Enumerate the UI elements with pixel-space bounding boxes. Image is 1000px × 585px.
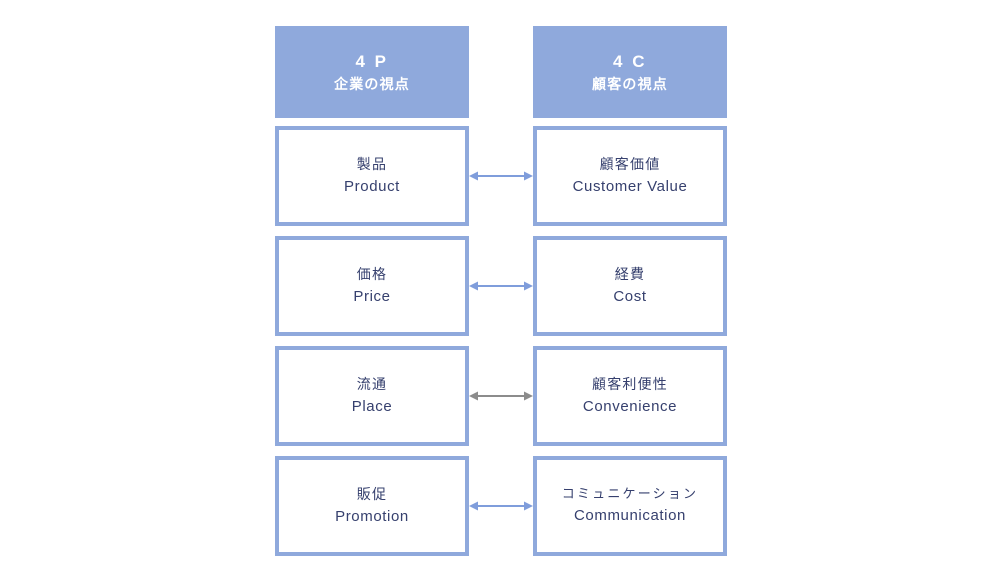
double-arrow-icon [469,391,533,401]
box-place-en: Place [351,398,393,416]
column-header-4p-title: 4 P [355,51,389,71]
column-header-4p: 4 P 企業の視点 [275,26,469,118]
box-cost-en: Cost [613,288,647,306]
box-place-jp: 流通 [356,375,388,392]
box-promotion-en: Promotion [335,508,409,526]
box-promotion-jp: 販促 [356,485,388,502]
box-price-en: Price [353,288,391,306]
double-arrow-icon [469,171,533,181]
box-price-jp: 価格 [356,265,388,282]
connector-promotion-communication [469,501,533,511]
connector-product-customer-value [469,171,533,181]
box-communication-jp: コミュニケーション [561,486,699,502]
column-header-4p-subtitle: 企業の視点 [334,76,410,93]
column-header-4c: 4 C 顧客の視点 [533,26,727,118]
box-product-jp: 製品 [356,155,388,172]
box-convenience[interactable]: 顧客利便性 Convenience [533,346,727,446]
box-customer-value[interactable]: 顧客価値 Customer Value [533,126,727,226]
connector-place-convenience [469,391,533,401]
box-product-en: Product [344,178,400,196]
comparison-grid: 4 P 企業の視点 製品 Product 価格 Price 流通 Place 販… [275,26,727,556]
connector-price-cost [469,281,533,291]
box-communication[interactable]: コミュニケーション Communication [533,456,727,556]
box-convenience-jp: 顧客利便性 [592,375,668,392]
column-header-4c-subtitle: 顧客の視点 [592,76,668,93]
box-product[interactable]: 製品 Product [275,126,469,226]
box-convenience-en: Convenience [582,398,678,416]
box-cost-jp: 経費 [614,265,646,282]
box-customer-value-jp: 顧客価値 [599,155,661,172]
box-customer-value-en: Customer Value [572,178,688,196]
box-promotion[interactable]: 販促 Promotion [275,456,469,556]
box-cost[interactable]: 経費 Cost [533,236,727,336]
column-header-4c-title: 4 C [613,51,647,71]
box-price[interactable]: 価格 Price [275,236,469,336]
double-arrow-icon [469,501,533,511]
box-communication-en: Communication [573,507,686,525]
box-place[interactable]: 流通 Place [275,346,469,446]
double-arrow-icon [469,281,533,291]
